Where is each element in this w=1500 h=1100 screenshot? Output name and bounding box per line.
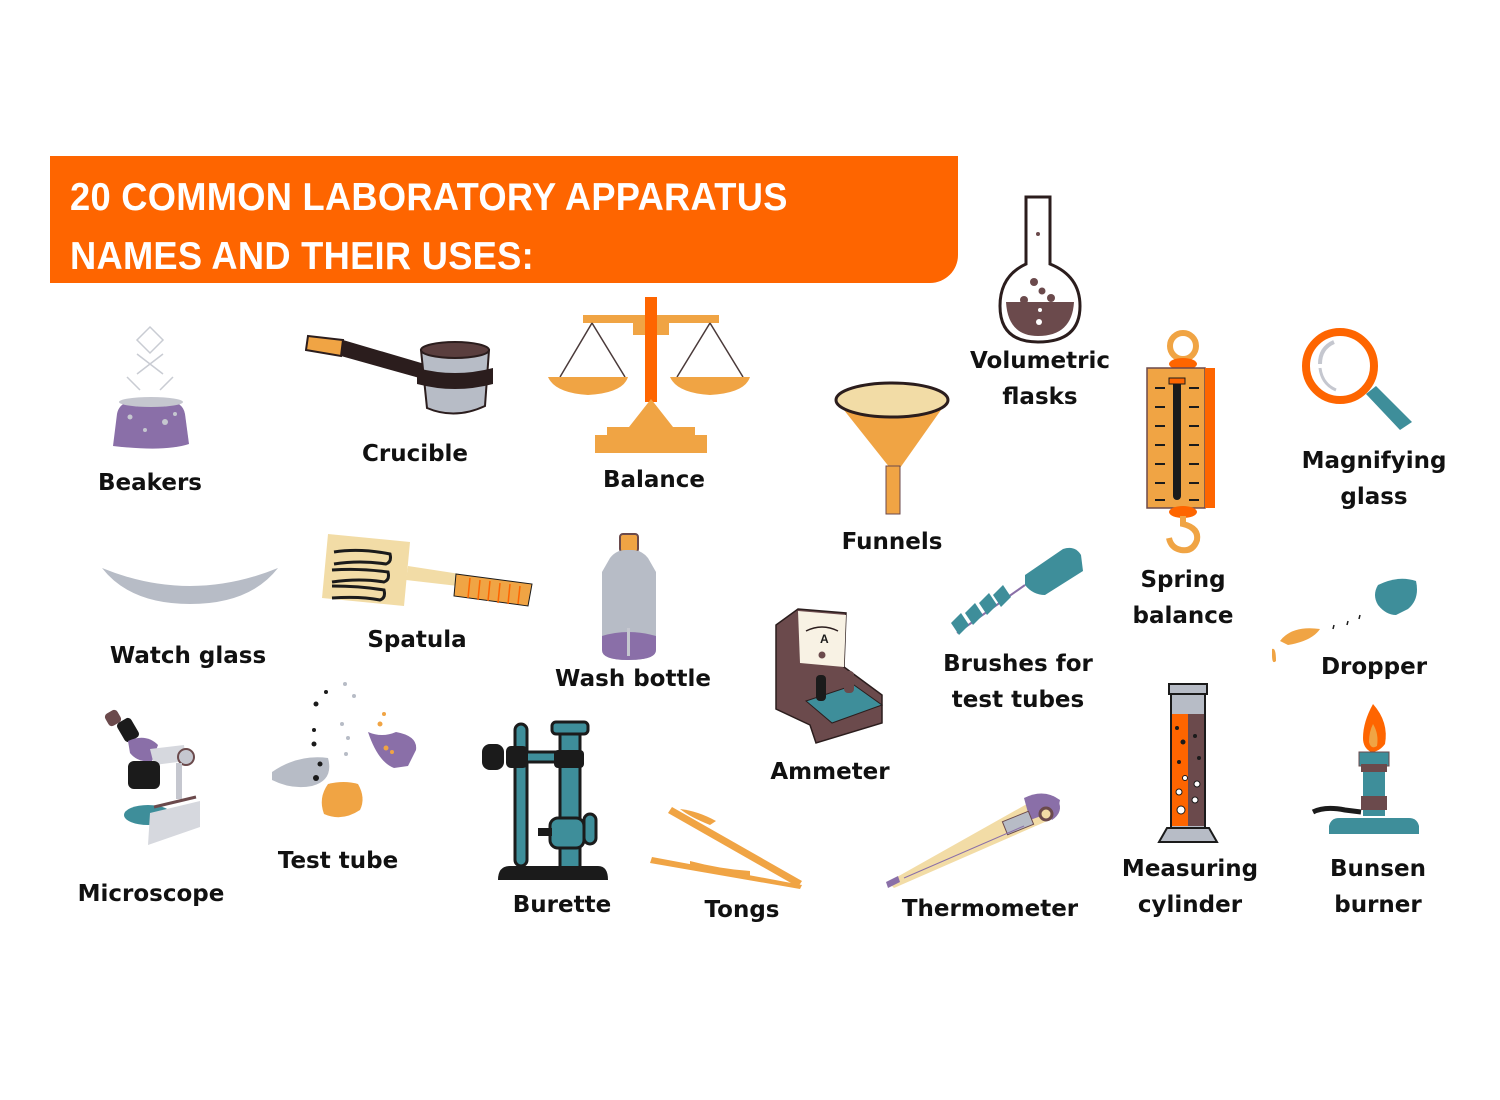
magnifying-glass-icon xyxy=(1302,328,1412,430)
thermometer-icon xyxy=(886,793,1060,888)
label-watch-glass: Watch glass xyxy=(109,643,267,669)
crucible-icon xyxy=(305,334,493,415)
page-title: 20 COMMON LABORATORY APPARATUS NAMES AND… xyxy=(70,168,788,286)
wash-bottle-icon xyxy=(602,533,656,660)
label-beakers: Beakers xyxy=(98,470,202,496)
watch-glass-icon xyxy=(102,568,278,604)
title-line-2: NAMES AND THEIR USES: xyxy=(70,235,534,278)
label-balance: Balance xyxy=(602,467,706,493)
title-line-1: 20 COMMON LABORATORY APPARATUS xyxy=(70,176,788,219)
spring-balance-icon xyxy=(1146,330,1215,554)
label-ammeter: Ammeter xyxy=(770,759,890,785)
measuring-cylinder-icon xyxy=(1157,683,1219,843)
title-banner: 20 COMMON LABORATORY APPARATUS NAMES AND… xyxy=(50,156,958,283)
label-brushes-for-test-tubes: Brushes for test tubes xyxy=(943,651,1093,713)
label-spring-balance: Spring balance xyxy=(1132,567,1234,629)
label-measuring-cylinder: Measuring cylinder xyxy=(1121,856,1259,918)
test-tube-icon xyxy=(272,682,417,818)
test-tube-brush-icon xyxy=(951,547,1083,635)
label-test-tube: Test tube xyxy=(277,848,399,874)
label-crucible: Crucible xyxy=(361,441,469,467)
volumetric-flask-icon xyxy=(998,195,1082,344)
ammeter-icon: A xyxy=(775,608,884,744)
dropper-icon xyxy=(1272,578,1417,663)
label-wash-bottle: Wash bottle xyxy=(555,666,711,692)
label-volumetric-flasks: Volumetric flasks xyxy=(969,348,1111,410)
balance-scale-icon xyxy=(548,297,750,453)
funnel-icon xyxy=(834,381,950,515)
spatula-icon xyxy=(322,534,533,607)
bunsen-burner-icon xyxy=(1311,704,1419,834)
label-thermometer: Thermometer xyxy=(901,896,1079,922)
label-burette: Burette xyxy=(512,892,612,918)
label-tongs: Tongs xyxy=(704,897,780,923)
label-magnifying-glass: Magnifying glass xyxy=(1301,448,1447,510)
label-bunsen-burner: Bunsen burner xyxy=(1330,856,1426,918)
burette-stand-icon xyxy=(482,720,608,880)
microscope-icon xyxy=(104,709,200,845)
label-spatula: Spatula xyxy=(367,627,467,653)
svg-text:A: A xyxy=(820,632,829,646)
label-dropper: Dropper xyxy=(1320,654,1428,680)
label-funnels: Funnels xyxy=(841,529,943,555)
beaker-icon xyxy=(113,325,189,449)
label-microscope: Microscope xyxy=(77,881,225,907)
tongs-icon xyxy=(650,807,802,889)
